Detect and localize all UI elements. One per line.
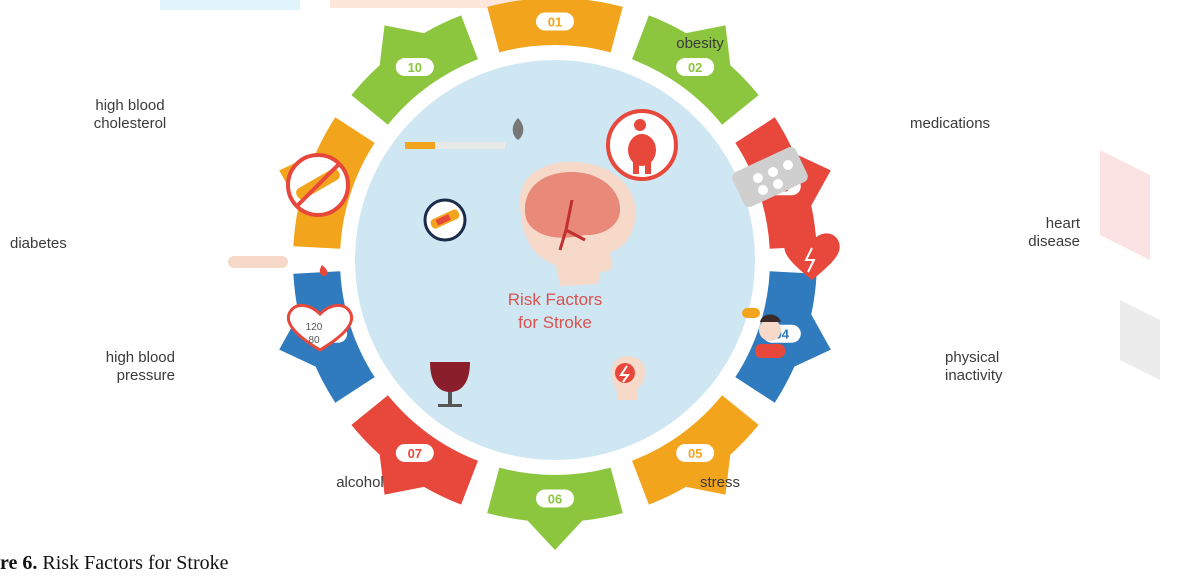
factor-icons: 120 80	[228, 109, 840, 407]
segment-label-09: diabetes	[10, 235, 67, 252]
segment-label-08: high blood	[106, 349, 175, 366]
cigarette-icon	[405, 118, 524, 149]
center-title-line1: Risk Factors	[508, 290, 602, 309]
segment-label-04: heart	[1046, 215, 1081, 232]
segment-02: 02 obesity	[632, 15, 759, 125]
segment-label-08: pressure	[117, 367, 175, 384]
segment-number-badge-07	[395, 443, 434, 462]
svg-text:120: 120	[306, 322, 323, 333]
segment-label-03: medications	[910, 115, 990, 132]
blood-pressure-icon: 120 80	[287, 304, 353, 352]
head-brain-icon	[520, 161, 636, 286]
segment-number-10: 10	[408, 60, 422, 75]
segment-label-05: inactivity	[945, 367, 1003, 384]
segment-06: 06 stress	[487, 467, 740, 550]
stressed-head-icon	[612, 356, 646, 400]
segment-label-07: alcohol	[336, 474, 384, 491]
center-title-line2: for Stroke	[518, 313, 592, 332]
segment-number-badge-01	[536, 12, 574, 31]
risk-factors-diagram: 01smoking02obesity03medications04heartdi…	[10, 0, 1160, 550]
top-band-decoration-2	[330, 0, 590, 8]
segment-label-10: high blood	[95, 97, 164, 114]
wine-glass-icon	[430, 362, 470, 407]
segment-label-10: cholesterol	[94, 115, 167, 132]
segment-number-07: 07	[408, 446, 422, 461]
obese-person-icon	[606, 109, 678, 181]
segment-label-05: physical	[945, 349, 999, 366]
svg-text:80: 80	[308, 335, 320, 346]
figure-caption-number: re 6.	[0, 552, 38, 574]
right-decoration-2	[1120, 300, 1160, 380]
segment-number-05: 05	[688, 446, 702, 461]
segment-number-badge-02	[676, 58, 715, 77]
segment-band-06	[487, 467, 623, 550]
segment-number-01: 01	[548, 15, 562, 30]
segment-label-04: disease	[1028, 233, 1080, 250]
segment-number-badge-10	[395, 58, 434, 77]
segment-label-06: stress	[700, 474, 740, 491]
segment-number-06: 06	[548, 492, 562, 507]
blood-drop-icon	[228, 256, 328, 276]
segment-number-02: 02	[688, 60, 702, 75]
right-decoration-1	[1100, 150, 1150, 260]
inactive-person-icon	[742, 308, 785, 358]
segment-number-badge-06	[536, 489, 574, 508]
clogged-artery-icon	[286, 153, 350, 217]
vessel-badge-icon	[423, 198, 467, 242]
top-band-decoration	[160, 0, 300, 10]
figure-caption-text: Risk Factors for Stroke	[37, 552, 229, 574]
pill-pack-icon	[732, 146, 808, 208]
segment-label-02: obesity	[676, 35, 724, 52]
segment-number-badge-05	[676, 443, 715, 462]
segment-07: 07 alcohol	[336, 395, 478, 505]
figure-caption: re 6. Risk Factors for Stroke	[0, 552, 229, 575]
heart-icon	[784, 233, 840, 280]
